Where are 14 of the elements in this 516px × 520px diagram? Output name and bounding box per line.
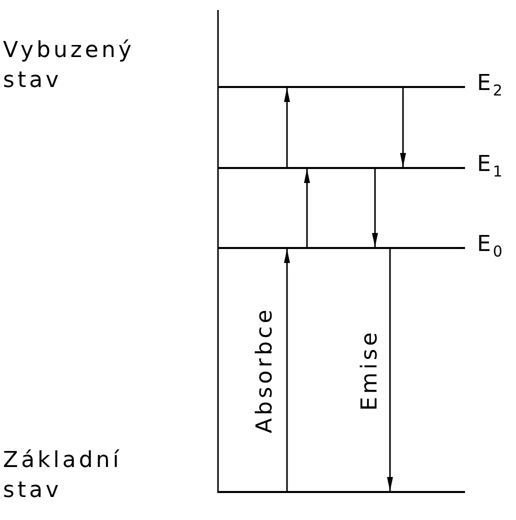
transition-arrow [284,249,290,491]
transition-arrow [304,169,310,247]
level-label: E$_{1}$ [477,152,504,182]
level-label: E$_{2}$ [477,71,504,102]
transition-arrow [400,88,406,167]
state-label: Vybuzený stav [3,37,136,95]
energy-level-line [218,491,465,493]
edge-label: Absorbce [252,306,277,434]
transition-arrow [387,249,393,491]
level-label: E$_{0}$ [477,232,504,262]
transition-arrow [372,169,378,247]
transition-arrow [284,88,290,167]
state-label: Základní stav [3,447,123,505]
edge-label: Emise [358,329,382,411]
